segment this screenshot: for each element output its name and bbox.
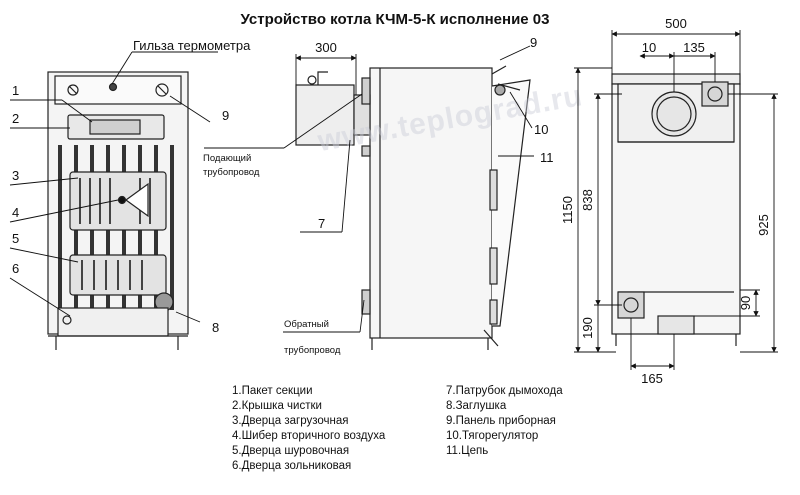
diagram-title: Устройство котла КЧМ-5-К исполнение 03: [241, 11, 550, 28]
callout-10: 10: [534, 122, 548, 137]
callout-4: 4: [12, 205, 19, 220]
callout-3: 3: [12, 168, 19, 183]
supply-pipe-label-2: трубопровод: [203, 167, 260, 178]
dim-838: 838: [580, 189, 595, 211]
dim-1150: 1150: [560, 196, 575, 224]
legend: 1.Пакет секции 2.Крышка чистки 3.Дверца …: [232, 385, 563, 472]
legend-item: 5.Дверца шуровочная: [232, 445, 349, 457]
legend-right: 7.Патрубок дымохода 8.Заглушка 9.Панель …: [446, 385, 563, 457]
legend-item: 8.Заглушка: [446, 400, 507, 412]
dim-300: 300: [315, 40, 337, 55]
legend-item: 7.Патрубок дымохода: [446, 385, 563, 397]
callout-5: 5: [12, 231, 19, 246]
dim-10: 10: [642, 40, 656, 55]
legend-item: 1.Пакет секции: [232, 385, 313, 397]
back-view: [611, 73, 741, 346]
legend-item: 10.Тягорегулятор: [446, 430, 538, 442]
callout-6: 6: [12, 261, 19, 276]
callout-7: 7: [318, 216, 325, 231]
callout-1: 1: [12, 83, 19, 98]
thermometer-sleeve-label: Гильза термометра: [133, 38, 251, 53]
side-view: [295, 65, 531, 350]
return-pipe-label-1: Обратный: [284, 319, 329, 330]
dim-165: 165: [641, 371, 663, 386]
legend-item: 3.Дверца загрузочная: [232, 415, 348, 427]
legend-item: 9.Панель приборная: [446, 415, 556, 427]
dim-90: 90: [738, 296, 753, 310]
callout-8: 8: [212, 320, 219, 335]
callout-9-side: 9: [530, 35, 537, 50]
supply-pipe-label-1: Подающий: [203, 153, 251, 164]
callout-11: 11: [540, 150, 554, 165]
dim-500: 500: [665, 16, 687, 31]
return-pipe-label-2: трубопровод: [284, 345, 341, 356]
dim-925: 925: [756, 214, 771, 236]
dim-190: 190: [580, 317, 595, 339]
legend-item: 6.Дверца зольниковая: [232, 460, 351, 472]
legend-item: 11.Цепь: [446, 445, 488, 457]
dim-135: 135: [683, 40, 705, 55]
front-view: [47, 71, 189, 350]
legend-left: 1.Пакет секции 2.Крышка чистки 3.Дверца …: [232, 385, 386, 472]
legend-item: 2.Крышка чистки: [232, 400, 322, 412]
leader-lines: [9, 45, 534, 333]
callout-2: 2: [12, 111, 19, 126]
legend-item: 4.Шибер вторичного воздуха: [232, 430, 386, 442]
dimension-lines: [295, 30, 778, 370]
callout-9-front: 9: [222, 108, 229, 123]
